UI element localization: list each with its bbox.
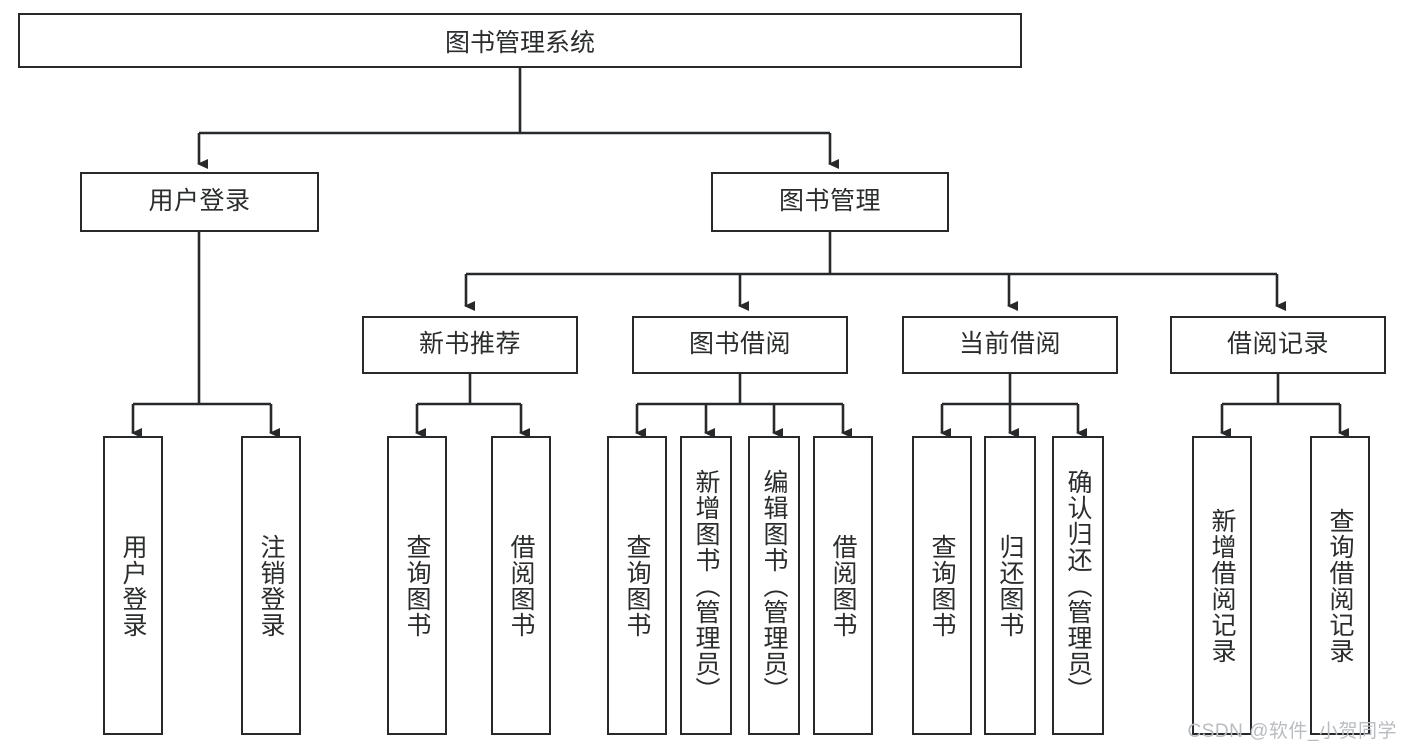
- node-new-book-recommend[interactable]: 新书推荐: [362, 316, 578, 374]
- leaf-user-login-login[interactable]: 用户登录: [103, 436, 163, 735]
- node-label: 当前借阅: [958, 330, 1061, 359]
- node-label: 编辑图书（管理员）: [760, 468, 788, 703]
- leaf-current-borrow-return[interactable]: 归还图书: [984, 436, 1036, 735]
- leaf-current-borrow-confirm-return[interactable]: 确认归还（管理员）: [1052, 436, 1104, 735]
- node-label: 图书管理: [778, 187, 881, 216]
- node-label: 用户登录: [119, 533, 147, 638]
- node-user-login[interactable]: 用户登录: [80, 172, 319, 232]
- node-label: 借阅记录: [1226, 330, 1329, 359]
- leaf-borrow-record-query[interactable]: 查询借阅记录: [1310, 436, 1370, 735]
- node-label: 查询图书: [403, 533, 431, 638]
- node-label: 新增借阅记录: [1208, 507, 1236, 664]
- node-label: 新增图书（管理员）: [692, 468, 720, 703]
- leaf-user-login-logout[interactable]: 注销登录: [241, 436, 301, 735]
- node-label: 查询借阅记录: [1326, 507, 1354, 664]
- node-current-borrow[interactable]: 当前借阅: [902, 316, 1118, 374]
- node-label: 借阅图书: [829, 533, 857, 638]
- leaf-book-borrow-add[interactable]: 新增图书（管理员）: [680, 436, 732, 735]
- node-label: 借阅图书: [507, 533, 535, 638]
- node-label: 归还图书: [996, 533, 1024, 638]
- node-label: 图书管理系统: [444, 28, 595, 57]
- leaf-book-borrow-edit[interactable]: 编辑图书（管理员）: [748, 436, 800, 735]
- leaf-new-book-query[interactable]: 查询图书: [387, 436, 447, 735]
- leaf-current-borrow-query[interactable]: 查询图书: [912, 436, 972, 735]
- node-label: 图书借阅: [688, 330, 791, 359]
- node-root-system[interactable]: 图书管理系统: [18, 13, 1022, 68]
- leaf-borrow-record-add[interactable]: 新增借阅记录: [1192, 436, 1252, 735]
- csdn-watermark: CSDN @软件_小贺同学: [1187, 721, 1397, 742]
- leaf-book-borrow-query[interactable]: 查询图书: [607, 436, 667, 735]
- node-label: 查询图书: [928, 533, 956, 638]
- leaf-new-book-borrow[interactable]: 借阅图书: [491, 436, 551, 735]
- node-borrow-record[interactable]: 借阅记录: [1170, 316, 1386, 374]
- node-book-borrow[interactable]: 图书借阅: [632, 316, 848, 374]
- node-label: 新书推荐: [418, 330, 521, 359]
- node-label: 确认归还（管理员）: [1064, 468, 1092, 703]
- node-label: 用户登录: [148, 187, 251, 216]
- node-book-management[interactable]: 图书管理: [711, 172, 949, 232]
- leaf-book-borrow-borrow[interactable]: 借阅图书: [813, 436, 873, 735]
- node-label: 查询图书: [623, 533, 651, 638]
- node-label: 注销登录: [257, 533, 285, 638]
